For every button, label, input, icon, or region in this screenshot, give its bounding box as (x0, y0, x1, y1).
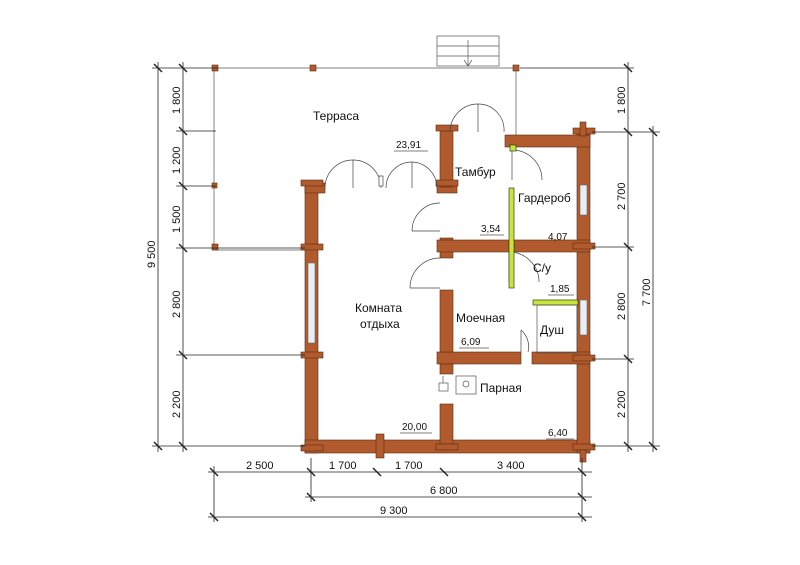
dim-bottom-1: 2 500 (246, 460, 274, 472)
dim-left-2: 1 200 (171, 146, 183, 174)
area-wardrobe: 4,07 (548, 232, 568, 243)
dim-bottom-total-house: 6 800 (430, 485, 458, 497)
area-bathroom: 1,85 (550, 284, 570, 295)
area-terrace: 23,91 (396, 140, 421, 151)
stove-icon (438, 375, 477, 395)
bottom-dimensions (208, 458, 592, 522)
dim-bottom-2: 1 700 (329, 460, 357, 472)
dim-right-4: 2 200 (616, 390, 628, 418)
room-label-vestibule: Тамбур (455, 165, 496, 179)
terrace-outline (211, 64, 520, 251)
partitions (508, 187, 579, 354)
terrace-post (512, 64, 520, 72)
dim-bottom-4: 3 400 (497, 460, 525, 472)
area-vestibule: 3,54 (481, 224, 501, 235)
dim-left-3: 1 500 (171, 205, 183, 233)
area-steam-room: 6,40 (548, 428, 568, 439)
room-label-rest-room-1: Комната (355, 301, 402, 315)
exterior-walls (304, 126, 591, 454)
dim-right-3: 2 800 (616, 292, 628, 320)
terrace-post (211, 182, 218, 189)
log-ends (300, 121, 596, 463)
dim-right-2: 2 700 (616, 182, 628, 210)
dim-left-4: 2 800 (171, 290, 183, 318)
dim-right-total: 7 700 (641, 278, 653, 306)
fixture-icon (509, 144, 517, 152)
room-label-shower: Душ (540, 323, 564, 337)
dim-left-5: 2 200 (171, 390, 183, 418)
windows (307, 184, 588, 344)
dim-bottom-total: 9 300 (380, 505, 408, 517)
room-label-rest-room-2: отдыха (360, 317, 400, 331)
dim-bottom-3: 1 700 (395, 460, 423, 472)
terrace-post (309, 64, 317, 72)
dim-left-total: 9 500 (146, 240, 158, 268)
room-label-wardrobe: Гардероб (518, 191, 571, 205)
dim-right-1: 1 800 (616, 86, 628, 114)
room-label-terrace: Терраса (313, 109, 359, 123)
area-rest-room: 20,00 (402, 422, 427, 433)
area-washroom: 6,09 (461, 337, 481, 348)
entry-steps (436, 35, 500, 67)
room-label-steam-room: Парная (480, 381, 522, 395)
room-label-washroom: Моечная (456, 311, 505, 325)
terrace-post (211, 243, 219, 251)
right-dimensions (520, 62, 660, 452)
dim-left-1: 1 800 (171, 86, 183, 114)
room-label-bathroom: С/у (533, 261, 551, 275)
left-dimensions (152, 62, 305, 452)
